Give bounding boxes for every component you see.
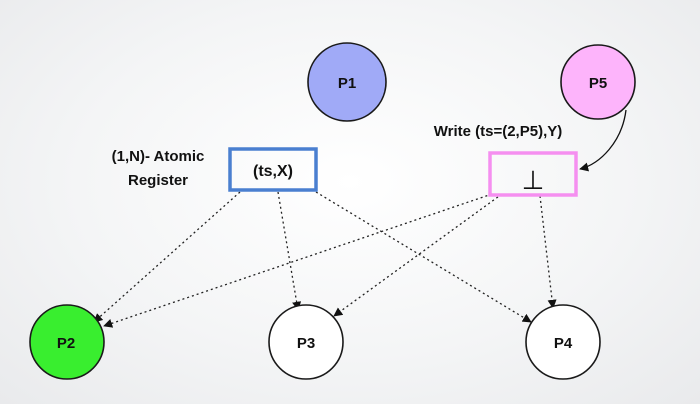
arrow-register-x-to-p3 [277, 191, 302, 311]
register-caption-line1: (1,N)- Atomic [112, 148, 205, 165]
arrow-register-bottom-to-p4 [539, 195, 557, 309]
arrow-register-bottom-to-p3 [333, 193, 503, 317]
register-x-box [228, 147, 318, 192]
arrow-register-bottom-to-p2 [103, 193, 493, 328]
arrow-p5-to-register-bottom [579, 109, 627, 172]
arrow-register-x-to-p2 [93, 191, 241, 323]
node-p1-circle [307, 42, 387, 122]
register-x-value: (ts,X) [253, 163, 293, 180]
write-caption: Write (ts=(2,P5),Y) [434, 123, 563, 140]
node-p3: P3 [268, 304, 344, 380]
arrow-register-x-to-p4 [315, 191, 532, 323]
register-bottom-value: ⊥ [522, 165, 545, 195]
node-p5-label: P5 [589, 75, 607, 92]
register-caption-line2: Register [128, 172, 188, 189]
node-p5-circle [560, 44, 636, 120]
node-p2-circle [29, 304, 105, 380]
node-p3-circle [268, 304, 344, 380]
register-bottom-box [488, 151, 578, 197]
node-p1: P1 [307, 42, 387, 122]
node-p3-label: P3 [297, 335, 315, 352]
node-p2-label: P2 [57, 335, 75, 352]
node-p1-label: P1 [338, 75, 356, 92]
node-p4: P4 [525, 304, 601, 380]
node-p5: P5 [560, 44, 636, 120]
node-p4-label: P4 [554, 335, 573, 352]
node-p4-circle [525, 304, 601, 380]
node-p2: P2 [29, 304, 105, 380]
